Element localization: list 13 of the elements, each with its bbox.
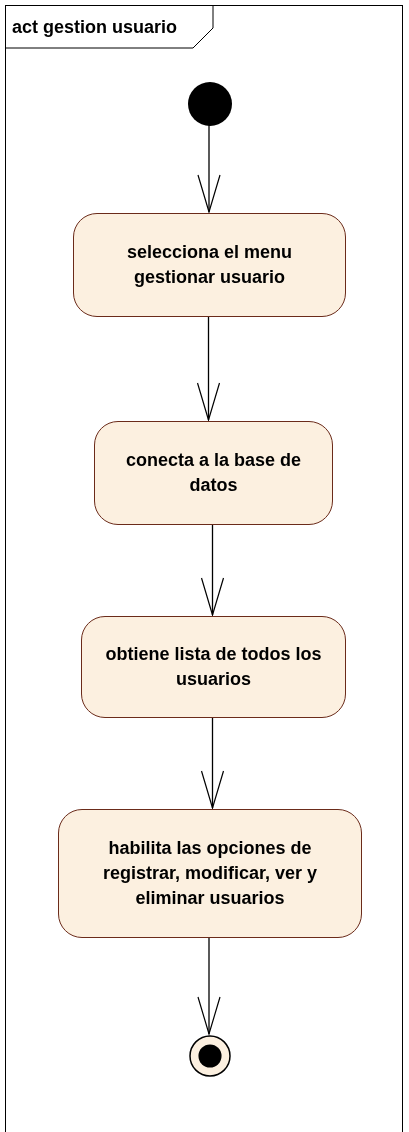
arrow — [197, 936, 221, 1035]
arrow — [200, 523, 225, 616]
action-box: habilita las opciones de registrar, modificar, ver y eliminar usuarios — [58, 809, 362, 938]
frame-title: act gestion usuario — [12, 16, 178, 38]
action-box: selecciona el menu gestionar usuario — [73, 213, 346, 317]
arrow — [197, 124, 221, 213]
arrow — [196, 315, 221, 421]
activity-frame — [5, 5, 403, 1132]
action-box: conecta a la base de datos — [94, 421, 333, 525]
action-box: obtiene lista de todos los usuarios — [81, 616, 346, 718]
arrow — [200, 716, 225, 809]
initial-node — [188, 82, 232, 126]
final-node — [189, 1035, 231, 1077]
